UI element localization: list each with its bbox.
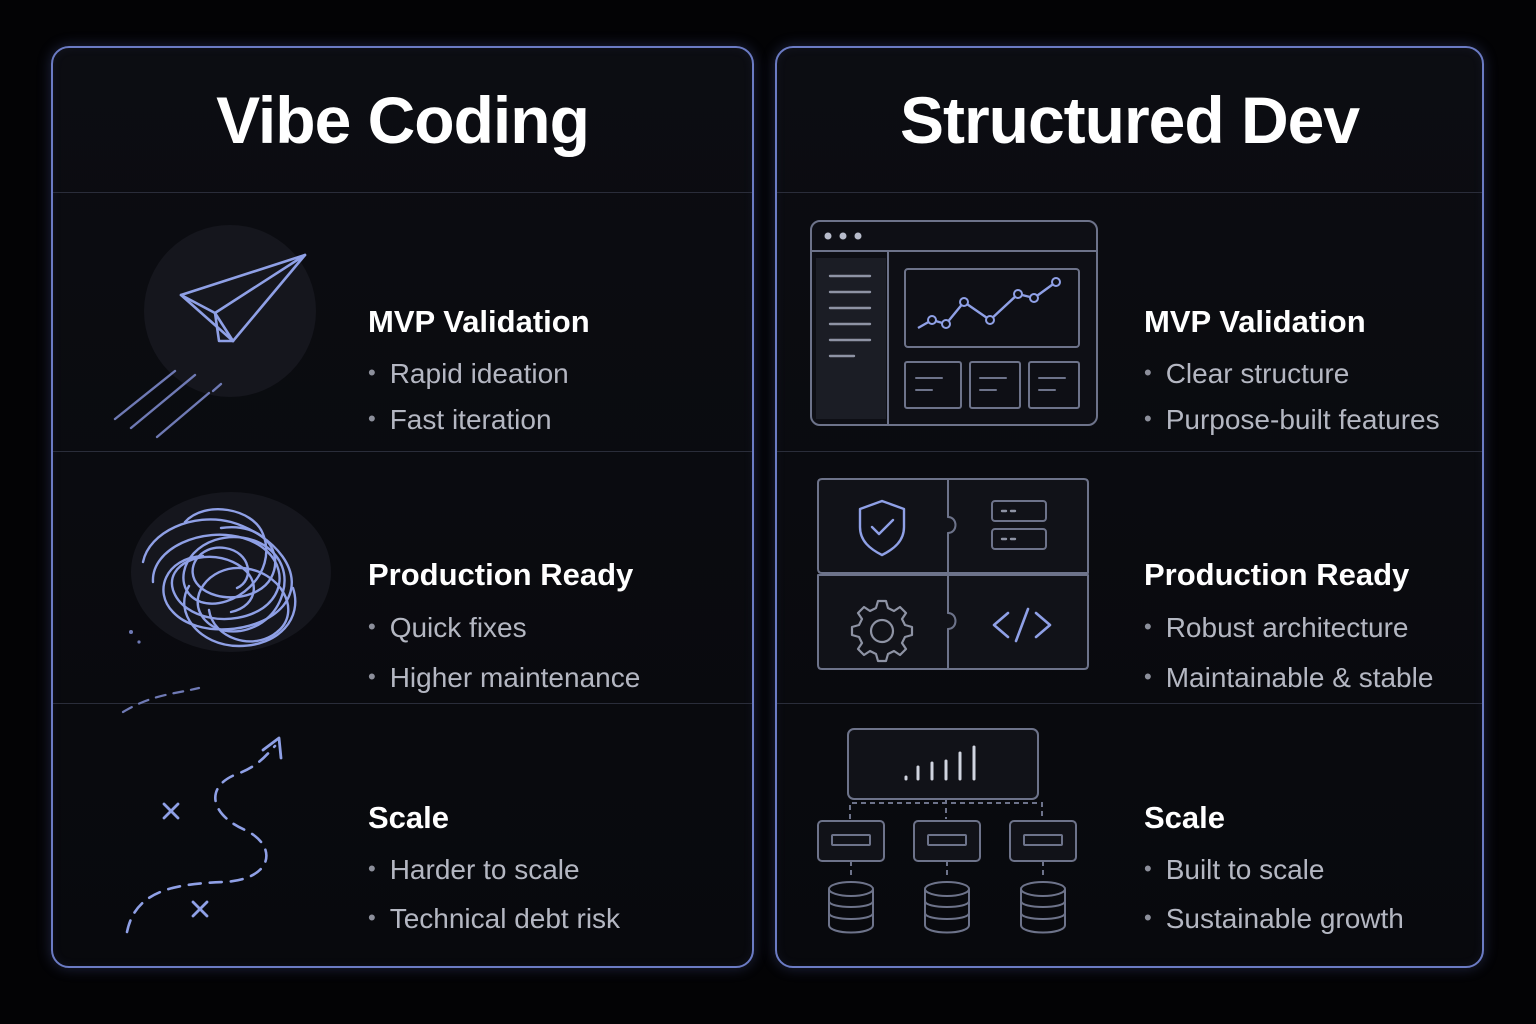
comparison-row-scale: Scale •Harder to scale •Technical debt r… [53,704,752,966]
tangled-scribble-icon [113,482,333,714]
bullet-item: •Robust architecture [1144,612,1409,643]
bullet-item: •Clear structure [1144,358,1350,389]
bullet-item: •Higher maintenance [368,662,641,693]
paper-plane-icon [113,223,323,439]
row-heading: MVP Validation [368,304,590,339]
comparison-row-mvp: MVP Validation •Clear structure •Purpose… [777,193,1482,452]
bullet-item: •Harder to scale [368,854,580,885]
row-heading: Scale [368,800,450,835]
bullet-item: •Built to scale [1144,854,1325,885]
puzzle-modules-icon [816,477,1096,677]
panel-title: Vibe Coding [53,48,752,193]
comparison-row-mvp: MVP Validation •Rapid ideation •Fast ite… [53,193,752,452]
bullet-item: •Technical debt risk [368,903,621,934]
dashboard-window-icon [810,220,1100,428]
row-heading: Production Ready [368,557,634,592]
bullet-item: •Sustainable growth [1144,903,1404,934]
row-heading: Scale [1144,800,1226,835]
scalable-architecture-icon [816,727,1086,942]
bullet-item: •Rapid ideation [368,358,569,389]
row-heading: MVP Validation [1144,304,1366,339]
comparison-row-scale: Scale •Built to scale •Sustainable growt… [777,704,1482,966]
vibe-coding-panel: Vibe Coding MVP Validation • [51,46,754,968]
bullet-item: •Quick fixes [368,612,527,643]
winding-path-icon [113,734,303,944]
structured-dev-panel: Structured Dev [775,46,1484,968]
comparison-row-production: Production Ready •Quick fixes •Higher ma… [53,452,752,714]
bullet-item: •Fast iteration [368,404,552,435]
row-heading: Production Ready [1144,557,1410,592]
bullet-item: •Purpose-built features [1144,404,1440,435]
comparison-row-production: Production Ready •Robust architecture •M… [777,452,1482,704]
panel-title: Structured Dev [777,48,1482,193]
bullet-item: •Maintainable & stable [1144,662,1434,693]
